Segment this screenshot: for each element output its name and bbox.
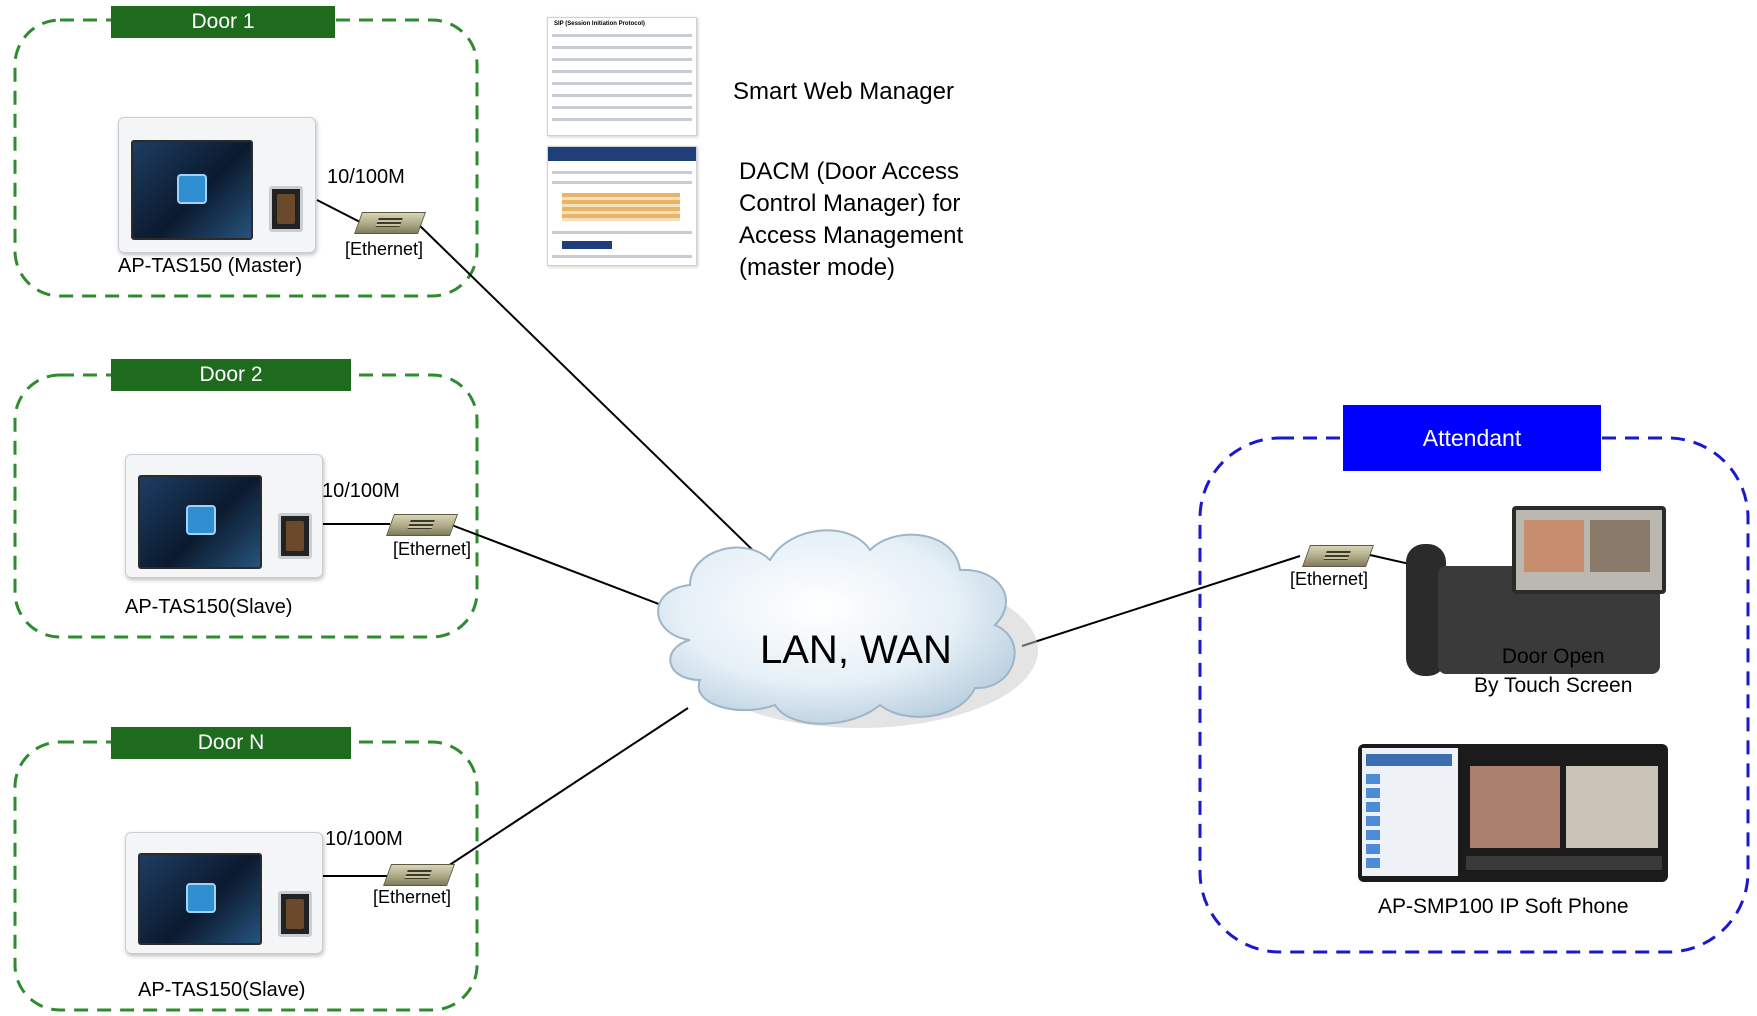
dacm-label: DACM (Door Access Control Manager) for A… (739, 158, 964, 281)
video-phone (1400, 506, 1666, 678)
smart-web-manager-screenshot: SIP (Session Initiation Protocol) (547, 17, 697, 136)
dacm-screenshot (547, 146, 697, 266)
sip-title: SIP (Session Initiation Protocol) (554, 21, 645, 27)
door-2-ethernet-switch (385, 514, 459, 536)
door-2-terminal (125, 454, 323, 578)
door-1-speed-label: 10/100M (327, 166, 405, 188)
door-1-ethernet-label: [Ethernet] (345, 239, 424, 259)
link-cloud-attendant (1021, 555, 1301, 647)
door-n-ethernet-label: [Ethernet] (373, 887, 452, 907)
terminal-screen (131, 140, 253, 240)
fingerprint-reader-icon (278, 891, 312, 937)
door-n-speed-label: 10/100M (325, 828, 403, 850)
softphone-video-right (1566, 766, 1658, 848)
link-doorn-cloud (447, 707, 689, 867)
softphone-screenshot (1358, 744, 1668, 882)
door-n-tag: Door N (111, 727, 351, 759)
softphone-label: AP-SMP100 IP Soft Phone (1378, 895, 1629, 918)
link-door2-cloud (448, 523, 686, 615)
attendant-tag: Attendant (1343, 405, 1601, 471)
door-n-ethernet-switch (382, 864, 456, 886)
terminal-screen (138, 475, 262, 569)
phone-caption: Door Open By Touch Screen (1474, 645, 1633, 697)
door-1-tag: Door 1 (111, 6, 335, 38)
fingerprint-reader-icon (278, 513, 312, 559)
terminal-screen (138, 853, 262, 945)
network-cloud (657, 529, 1038, 728)
fingerprint-reader-icon (269, 186, 303, 232)
door-1-ethernet-switch (353, 212, 427, 234)
attendant-ethernet-switch (1301, 545, 1375, 567)
door-2-tag: Door 2 (111, 359, 351, 391)
link-door1-device (316, 199, 361, 223)
door-n-terminal (125, 832, 323, 954)
network-cloud-label: LAN, WAN (760, 628, 952, 672)
phone-call-icon (186, 883, 216, 913)
softphone-video-left (1470, 766, 1560, 848)
door-2-speed-label: 10/100M (322, 480, 400, 502)
door-2-device-label: AP-TAS150(Slave) (125, 596, 293, 618)
phone-video-screen (1512, 506, 1666, 594)
phone-call-icon (186, 505, 216, 535)
softphone-contact-list (1362, 748, 1458, 876)
door-1-terminal (118, 117, 316, 253)
phone-call-icon (177, 174, 207, 204)
door-1-device-label: AP-TAS150 (Master) (118, 255, 303, 277)
door-2-ethernet-label: [Ethernet] (393, 539, 472, 559)
link-door1-cloud (415, 221, 769, 566)
door-n-device-label: AP-TAS150(Slave) (138, 979, 306, 1001)
attendant-ethernet-label: [Ethernet] (1290, 569, 1369, 589)
smart-web-manager-label: Smart Web Manager (733, 78, 954, 105)
